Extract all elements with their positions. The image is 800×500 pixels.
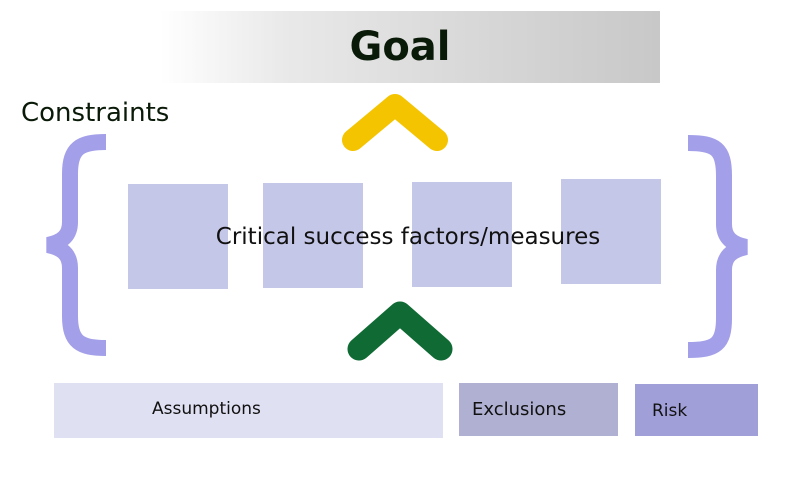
risk-label: Risk	[652, 401, 688, 421]
csf-box-3	[412, 182, 512, 287]
csf-label: Critical success factors/measures	[215, 224, 601, 250]
goal-title: Goal	[349, 24, 451, 70]
assumptions-label: Assumptions	[152, 399, 261, 419]
csf-box-4	[561, 179, 661, 284]
risk-box: Risk	[635, 384, 758, 436]
csf-box-2	[263, 183, 363, 288]
exclusions-box: Exclusions	[459, 383, 618, 436]
exclusions-label: Exclusions	[472, 399, 567, 420]
up-chevron-icon-goal	[342, 94, 448, 151]
csf-box-1	[128, 184, 228, 289]
assumptions-box: Assumptions	[54, 383, 443, 438]
constraints-label: Constraints	[21, 98, 170, 128]
left-brace-icon	[46, 134, 107, 356]
up-chevron-icon-csf	[347, 301, 453, 361]
right-brace-icon	[687, 135, 748, 358]
goal-bar: Goal	[160, 11, 660, 83]
